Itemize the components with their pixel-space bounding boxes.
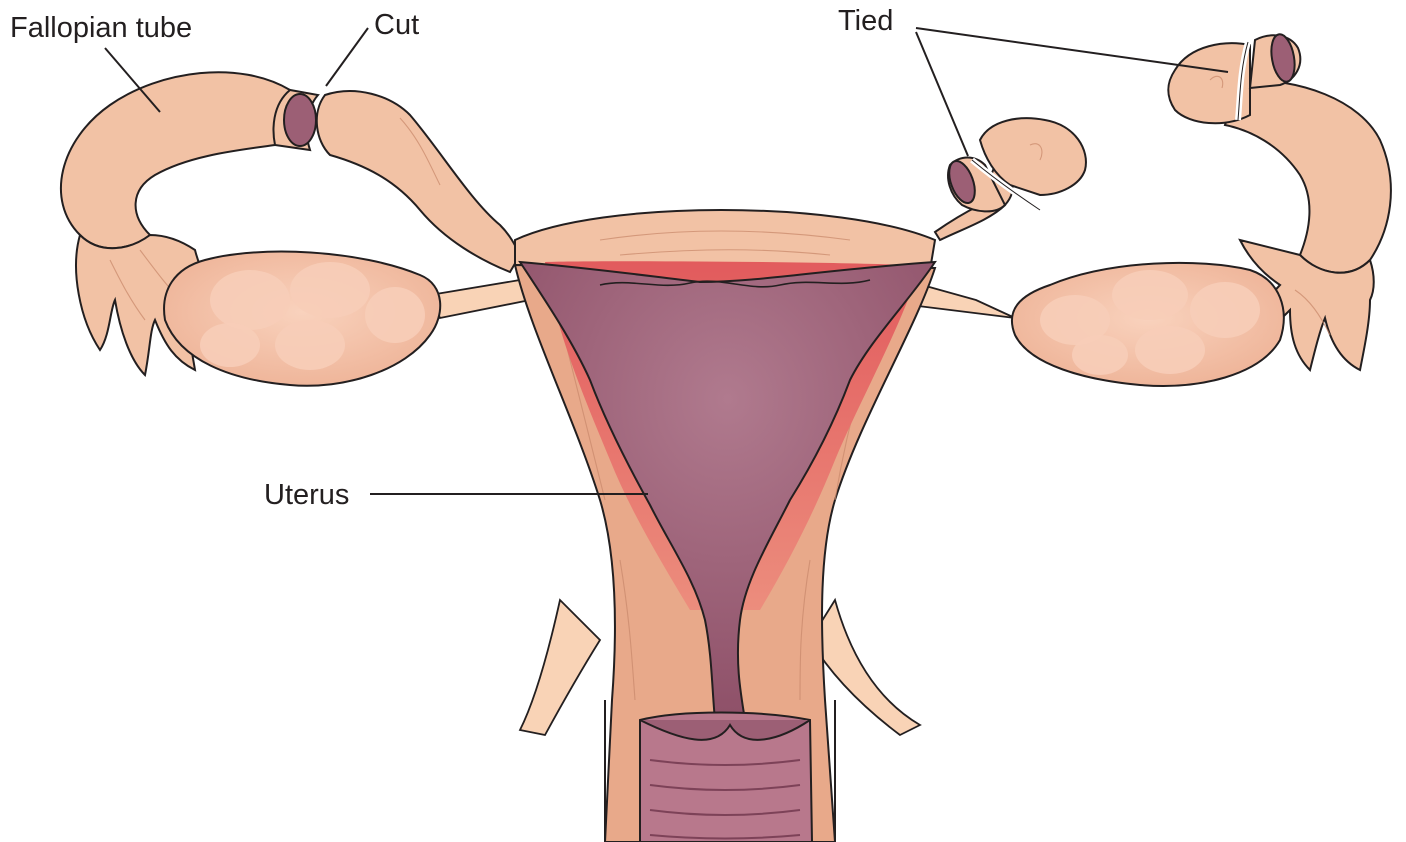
tied-leader-right [916,28,1228,72]
right-ovary [1012,263,1284,386]
cut-leader [326,28,368,86]
tied-label: Tied [838,5,893,37]
uterus [515,210,935,842]
left-ovary [164,252,440,386]
uterus-label: Uterus [264,479,349,511]
tied-leader-left [916,32,968,156]
fallopian-tube-label: Fallopian tube [10,12,192,44]
cut-label: Cut [374,9,419,41]
